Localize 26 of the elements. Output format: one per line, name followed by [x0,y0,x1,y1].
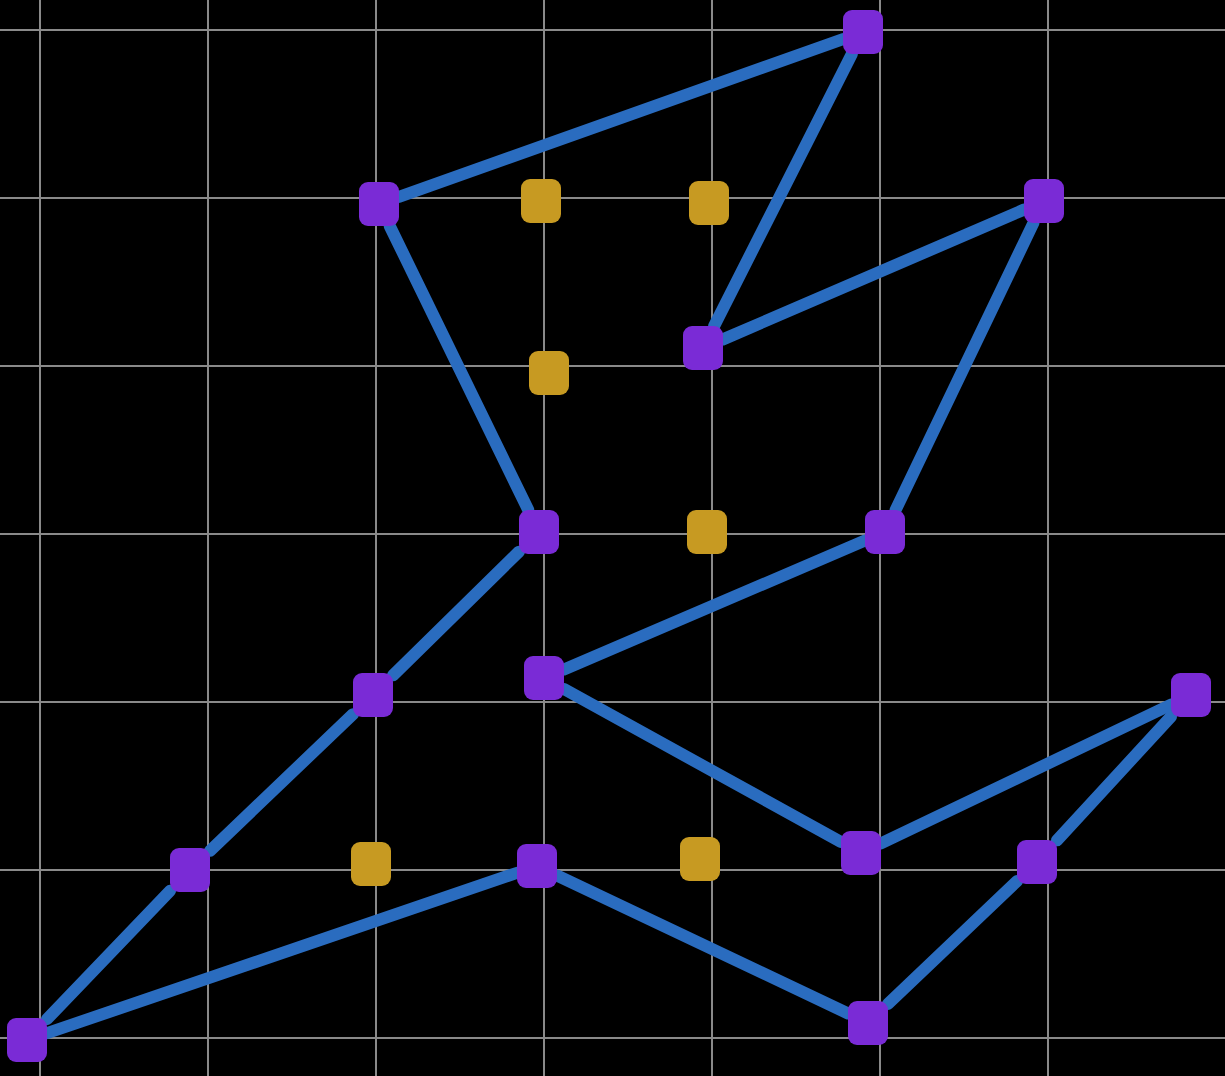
point-marker [521,179,561,223]
vertex-marker [865,510,905,554]
vertex-marker [7,1018,47,1062]
vertex-marker [841,831,881,875]
vertex-marker [170,848,210,892]
vertex-marker [843,10,883,54]
point-marker [351,842,391,886]
vertex-marker [1171,673,1211,717]
point-marker [529,351,569,395]
point-marker [689,181,729,225]
vertex-marker [683,326,723,370]
connector-line [1051,710,1177,847]
vertex-marker [1024,179,1064,223]
connector-line [41,884,176,1026]
vertex-marker [517,844,557,888]
vertex-marker [1017,840,1057,884]
connector-line [882,875,1023,1010]
connector-line [387,545,525,682]
point-marker [687,510,727,554]
connector-line [204,708,359,857]
vertex-marker [524,656,564,700]
vertex-marker [353,673,393,717]
vertex-marker [848,1001,888,1045]
vertex-marker [519,510,559,554]
point-marker [680,837,720,881]
vertex-marker [359,182,399,226]
